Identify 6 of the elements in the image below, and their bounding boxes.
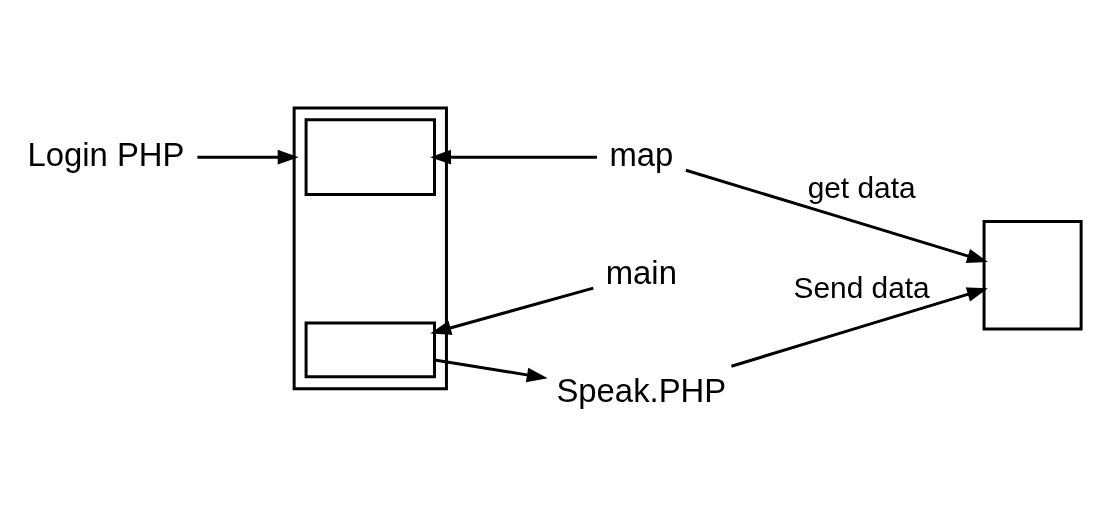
node-text: map [609,135,674,173]
edge-label: get data [807,170,916,204]
edge-label: Send data [793,270,930,304]
node-text: main [605,253,677,291]
node-text: Speak.PHP [556,371,727,409]
node-text: Login PHP [27,135,185,173]
